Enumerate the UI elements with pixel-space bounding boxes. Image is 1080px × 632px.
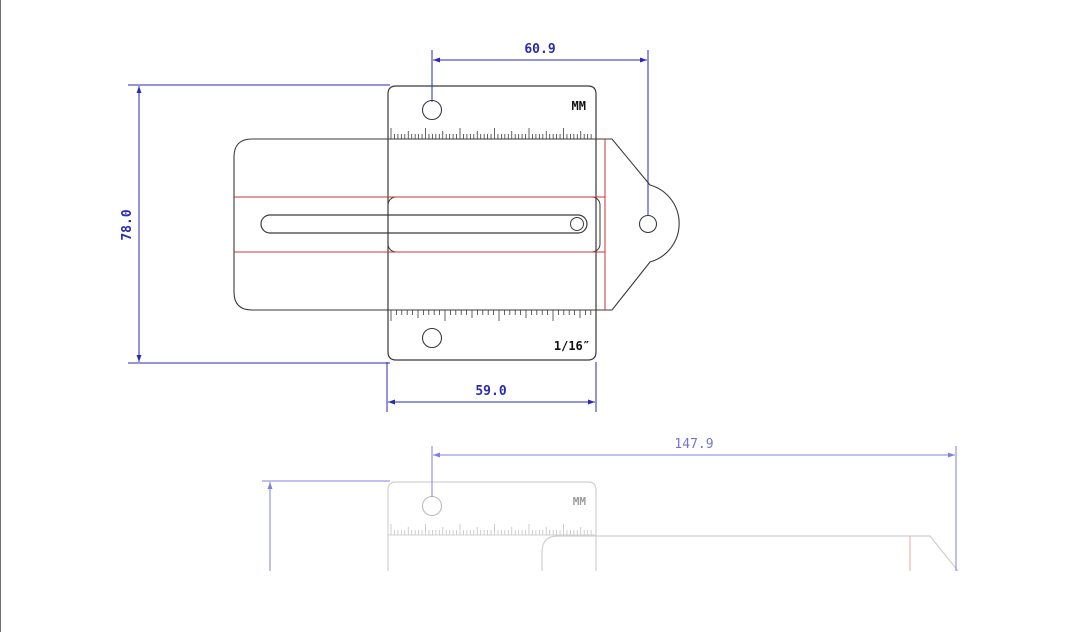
dimension-overall-height: 78.0 bbox=[120, 84, 390, 364]
ruler-body-outline-faded bbox=[387, 481, 597, 571]
ruler-hole-faded bbox=[421, 495, 443, 517]
pivot-hole bbox=[638, 214, 658, 234]
dimension-overall-length: 147.9 bbox=[433, 437, 955, 458]
dimension-overall-height-value: 78.0 bbox=[120, 209, 135, 240]
metric-scale-label: MM bbox=[572, 99, 586, 113]
metric-scale-ticks-faded bbox=[390, 524, 592, 535]
window-left-border bbox=[0, 0, 1, 632]
ruler-inner-pocket bbox=[387, 196, 601, 253]
slider-plate-outline bbox=[233, 138, 388, 311]
pivot-tab-outline bbox=[600, 138, 680, 311]
metric-scale-label-faded: MM bbox=[573, 495, 587, 508]
imperial-scale-ticks bbox=[390, 310, 592, 321]
ruler-hole-bottom bbox=[421, 327, 443, 349]
slider-plate-outline-faded bbox=[541, 535, 959, 571]
dimension-body-width-value: 59.0 bbox=[475, 384, 506, 399]
metric-scale-ticks bbox=[390, 128, 592, 139]
dimension-overall-length-value: 147.9 bbox=[674, 437, 713, 452]
ruler-hole-top bbox=[421, 99, 443, 121]
top-view: MM 1/16″ 60.9 78.0 59.0 bbox=[120, 42, 680, 412]
ruler-body-outline bbox=[387, 85, 597, 361]
slot-end-hole bbox=[570, 217, 584, 231]
imperial-scale-label: 1/16″ bbox=[554, 339, 590, 353]
dimension-hole-spacing-value: 60.9 bbox=[524, 42, 555, 57]
dimension-body-width: 59.0 bbox=[386, 362, 597, 412]
slide-slot bbox=[260, 214, 588, 234]
bottom-view: MM 147.9 bbox=[262, 437, 959, 571]
dimension-hole-spacing: 60.9 bbox=[431, 42, 649, 216]
